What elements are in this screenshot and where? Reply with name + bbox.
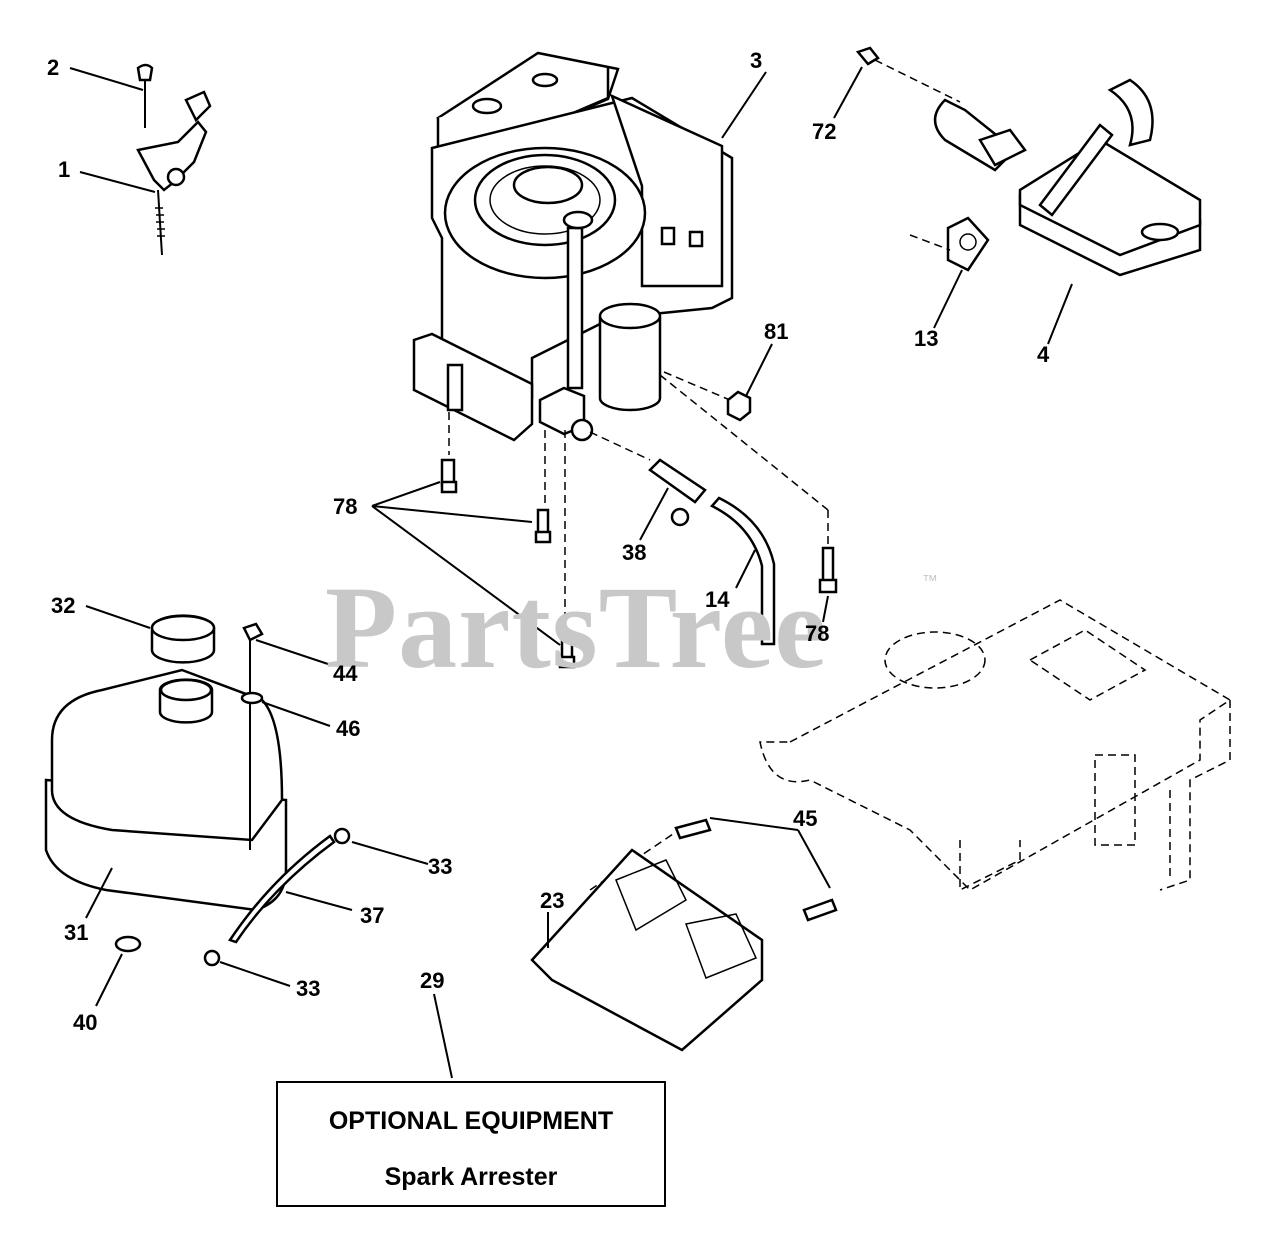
watermark-trademark: ™ bbox=[922, 573, 938, 590]
leader-29 bbox=[433, 993, 453, 1079]
engine-part bbox=[412, 51, 829, 640]
callout-78: 78 bbox=[805, 621, 830, 646]
optional-equipment-box: OPTIONAL EQUIPMENT Spark Arrester bbox=[276, 1081, 666, 1207]
optional-equipment-title: OPTIONAL EQUIPMENT bbox=[328, 1107, 614, 1135]
callout-81: 81 bbox=[764, 319, 789, 344]
callout-45: 45 bbox=[793, 806, 818, 831]
callout-37: 37 bbox=[360, 903, 385, 928]
callout-40: 40 bbox=[73, 1010, 98, 1035]
fuel-tank-part bbox=[44, 605, 429, 1007]
heat-shield-part bbox=[530, 817, 838, 1052]
callout-72: 72 bbox=[812, 119, 837, 144]
bolt-78-parts bbox=[371, 458, 838, 669]
callout-31: 31 bbox=[64, 920, 89, 945]
callout-3: 3 bbox=[750, 48, 763, 73]
callout-13: 13 bbox=[914, 326, 939, 351]
throttle-control-part bbox=[69, 63, 212, 256]
callout-44: 44 bbox=[333, 661, 358, 686]
fuel-filter-part bbox=[639, 458, 776, 646]
callout-32: 32 bbox=[51, 593, 76, 618]
callout-78: 78 bbox=[333, 494, 358, 519]
muffler-part bbox=[833, 46, 1202, 345]
callout-23: 23 bbox=[540, 888, 565, 913]
callout-4: 4 bbox=[1037, 342, 1050, 367]
callout-33: 33 bbox=[428, 854, 453, 879]
frame-part bbox=[759, 599, 1232, 892]
callout-29: 29 bbox=[420, 968, 445, 993]
callout-33: 33 bbox=[296, 976, 321, 1001]
optional-equipment-item: Spark Arrester bbox=[384, 1163, 558, 1191]
callout-14: 14 bbox=[705, 587, 730, 612]
callout-1: 1 bbox=[58, 157, 71, 182]
nut-81-part bbox=[726, 343, 773, 422]
callout-2: 2 bbox=[47, 55, 60, 80]
callout-46: 46 bbox=[336, 716, 361, 741]
watermark-text: PartsTree bbox=[325, 562, 828, 693]
callout-38: 38 bbox=[622, 540, 647, 565]
